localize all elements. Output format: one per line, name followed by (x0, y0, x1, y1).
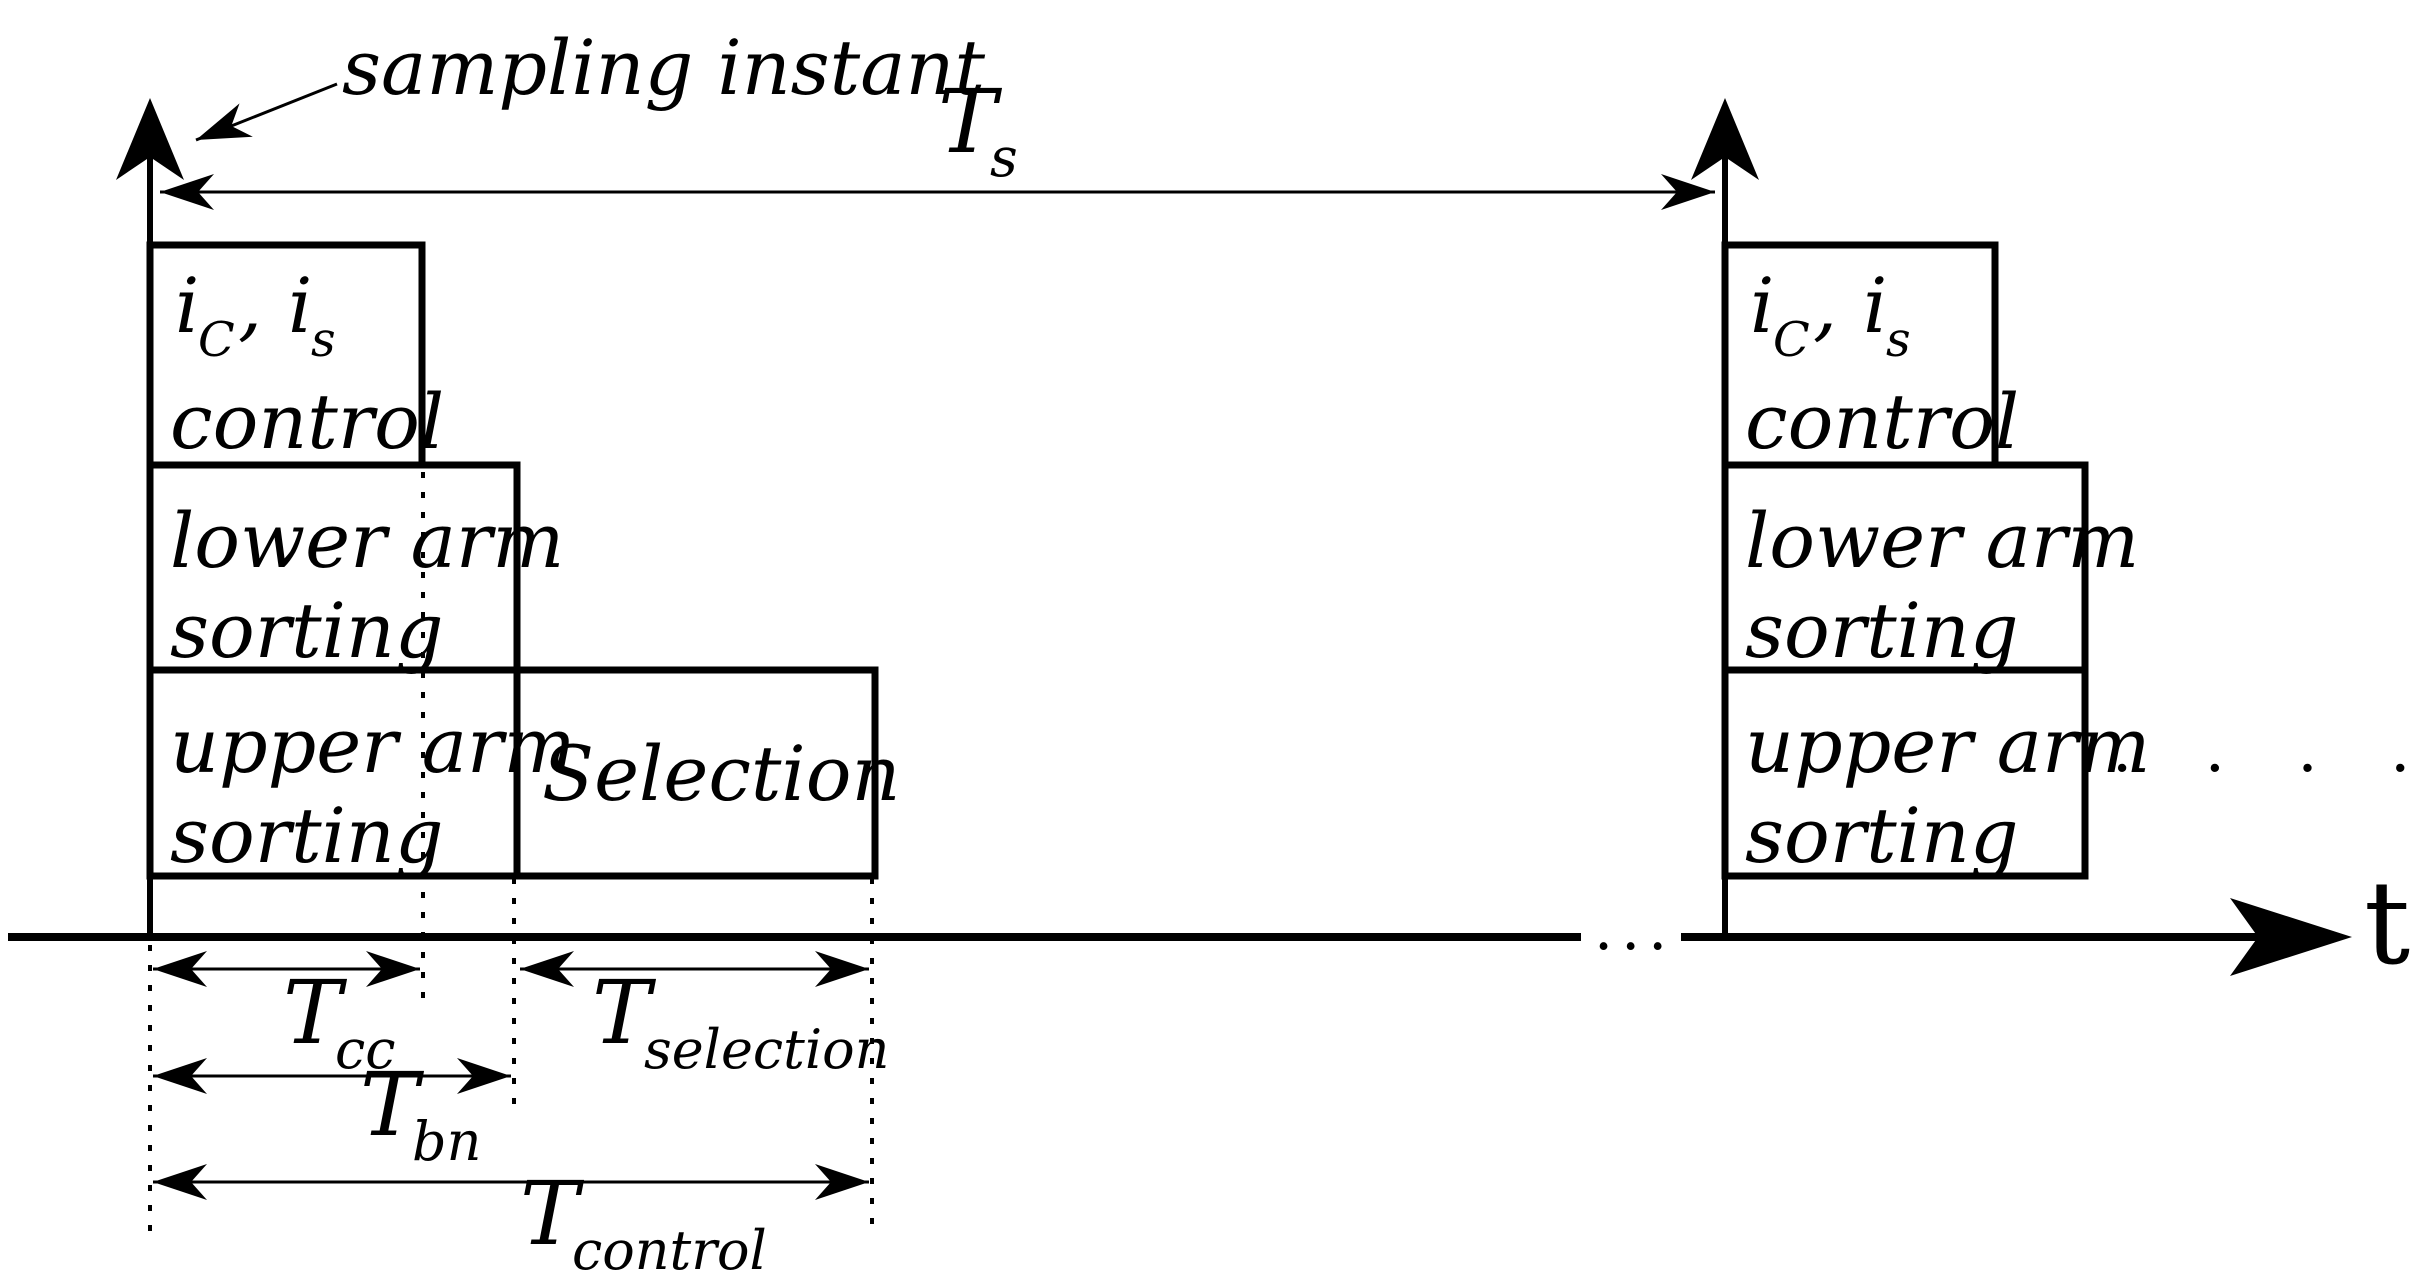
tcc-label: T (283, 961, 348, 1064)
tselection-label: T (592, 961, 657, 1064)
tcontrol-label: T (520, 1162, 585, 1265)
sampling-instant-label: sampling instant (342, 23, 985, 112)
sampling-instant-arrow (195, 82, 338, 142)
current-control-i1: i (175, 261, 199, 350)
upper-arm-line1: upper arm (170, 701, 575, 790)
lower-arm-next-line2: sorting (1745, 586, 2019, 675)
current-control-i1-sub: C (198, 312, 235, 368)
block-upper-arm-sorting (146, 666, 521, 880)
upper-arm-next-line2: sorting (1745, 791, 2019, 880)
tselection-label-subscript: selection (644, 1018, 889, 1081)
current-control-next-line2: control (1745, 377, 2019, 466)
tbn-label: T (360, 1053, 425, 1156)
sampling-axis-left-arrowhead-icon (116, 98, 184, 180)
selection-label: Selection (542, 729, 900, 818)
current-control-i2: i (288, 261, 312, 350)
sampling-axis-right-arrowhead-icon (1691, 98, 1759, 180)
time-axis-break-ellipsis: ... (1594, 894, 1675, 964)
block-selection (513, 666, 879, 880)
ts-label: T (938, 70, 1003, 173)
current-control-next-i2-sub: s (1886, 312, 1911, 368)
current-control-next-i1-sub: C (1773, 312, 1810, 368)
time-axis-arrowhead-icon (2230, 898, 2352, 976)
lower-arm-line1: lower arm (170, 496, 564, 585)
current-control-next-comma: , (1813, 261, 1837, 350)
tbn-label-subscript: bn (412, 1110, 481, 1173)
current-control-line2: control (170, 377, 444, 466)
ts-label-subscript: s (990, 126, 1018, 189)
block-upper-arm-sorting-next (1721, 666, 2089, 880)
time-axis-label: t (2364, 857, 2410, 991)
lower-arm-next-line1: lower arm (1745, 496, 2139, 585)
tcontrol-label-subscript: control (572, 1219, 767, 1282)
continuation-dots: · · · · (2112, 732, 2433, 806)
block-lower-arm-sorting (146, 461, 521, 674)
tcc-label-subscript: cc (335, 1018, 396, 1081)
upper-arm-next-line1: upper arm (1745, 701, 2150, 790)
current-control-i2-sub: s (311, 312, 336, 368)
lower-arm-line2: sorting (170, 586, 444, 675)
current-control-comma: , (238, 261, 262, 350)
current-control-next-i2: i (1863, 261, 1887, 350)
current-control-next-i1: i (1750, 261, 1774, 350)
upper-arm-line2: sorting (170, 791, 444, 880)
